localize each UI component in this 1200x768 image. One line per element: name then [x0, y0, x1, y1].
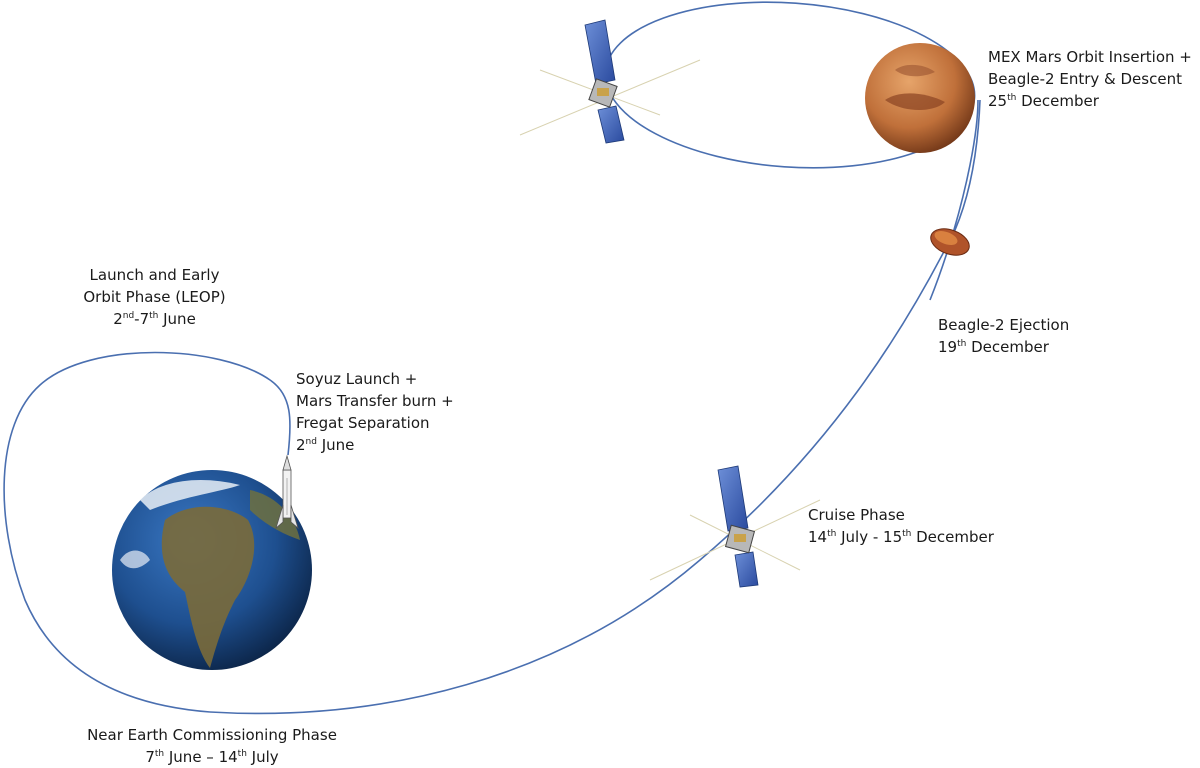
commissioning-label: Near Earth Commissioning Phase 7th June … — [72, 724, 352, 768]
cruise-label: Cruise Phase 14th July - 15th December — [808, 504, 1028, 548]
ejection-label: Beagle-2 Ejection 19th December — [938, 314, 1118, 358]
ejection-date: 19th December — [938, 338, 1049, 356]
cruise-line1: Cruise Phase — [808, 506, 905, 524]
launch-line2: Mars Transfer burn + — [296, 392, 454, 410]
launch-label: Soyuz Launch + Mars Transfer burn + Freg… — [296, 368, 476, 456]
launch-line1: Soyuz Launch + — [296, 370, 418, 388]
transfer-trajectory — [209, 99, 981, 715]
beagle2-capsule-icon — [930, 228, 970, 256]
spacecraft-icon — [519, 19, 701, 144]
rocket-icon — [275, 454, 299, 530]
beagle2-trajectory — [929, 99, 979, 301]
mex-line2: Beagle-2 Entry & Descent — [988, 70, 1182, 88]
cruise-date: 14th July - 15th December — [808, 528, 994, 546]
commissioning-date: 7th June – 14th July — [145, 748, 279, 766]
leop-trajectory — [3, 351, 291, 713]
launch-date: 2nd June — [296, 436, 355, 454]
leop-label: Launch and Early Orbit Phase (LEOP) 2nd-… — [72, 264, 237, 330]
mex-label: MEX Mars Orbit Insertion + Beagle-2 Entr… — [988, 46, 1194, 112]
ejection-line1: Beagle-2 Ejection — [938, 316, 1070, 334]
mex-line1: MEX Mars Orbit Insertion + — [988, 48, 1192, 66]
commissioning-line1: Near Earth Commissioning Phase — [87, 726, 337, 744]
leop-line2: Orbit Phase (LEOP) — [83, 288, 226, 306]
leop-date: 2nd-7th June — [113, 310, 196, 328]
spacecraft-icon — [649, 465, 821, 588]
mars-icon — [865, 43, 975, 153]
earth-icon — [112, 470, 312, 670]
mex-date: 25th December — [988, 92, 1099, 110]
launch-line3: Fregat Separation — [296, 414, 430, 432]
leop-line1: Launch and Early — [89, 266, 220, 284]
